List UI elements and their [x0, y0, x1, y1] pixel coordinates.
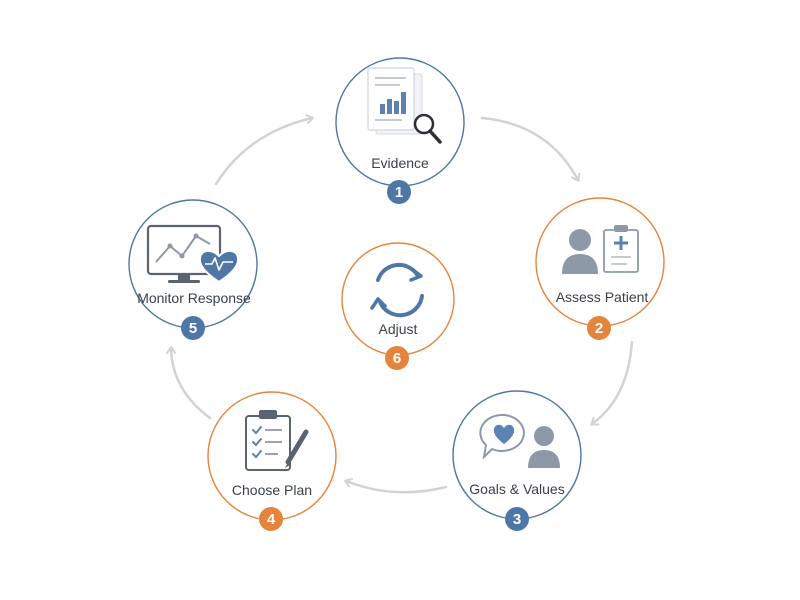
step-number: 4 [267, 511, 276, 528]
arrow-1-to-2 [480, 116, 581, 182]
person-clipboard-icon [562, 225, 639, 274]
step-choose-plan[interactable]: Choose Plan 4 [207, 391, 337, 531]
step-monitor-response[interactable]: Monitor Response 5 [128, 199, 258, 340]
document-chart-magnifier-icon [367, 67, 442, 144]
step-adjust[interactable]: Adjust 6 [341, 242, 455, 370]
step-circle [341, 242, 455, 356]
step-assess-patient[interactable]: Assess Patient 2 [535, 197, 665, 340]
step-number: 3 [513, 511, 521, 528]
cycle-arrows [166, 114, 634, 494]
step-badge [385, 346, 409, 370]
step-evidence[interactable]: Evidence 1 [335, 57, 465, 204]
step-circle [452, 390, 582, 520]
step-circle [535, 197, 665, 327]
step-badge [181, 316, 205, 340]
step-label: Evidence [371, 155, 429, 171]
step-goals-values[interactable]: Goals & Values 3 [452, 390, 582, 531]
monitor-heart-icon [146, 224, 240, 284]
step-number: 5 [189, 320, 197, 337]
step-number: 6 [393, 350, 401, 367]
step-label: Assess Patient [556, 289, 649, 305]
arrow-4-to-5 [166, 346, 212, 420]
arrow-5-to-1 [214, 114, 314, 186]
step-label: Adjust [379, 321, 418, 337]
step-number: 2 [595, 320, 603, 337]
refresh-cycle-icon [370, 262, 424, 318]
step-label: Goals & Values [469, 481, 564, 497]
step-badge [259, 507, 283, 531]
clipboard-checklist-pen-icon [245, 410, 309, 471]
step-label: Choose Plan [232, 482, 312, 498]
arrow-2-to-3 [590, 340, 634, 426]
heart-speech-person-icon [479, 413, 560, 468]
step-number: 1 [395, 184, 403, 201]
step-badge [587, 316, 611, 340]
arrow-3-to-4 [344, 478, 448, 494]
step-badge [387, 180, 411, 204]
step-badge [505, 507, 529, 531]
step-label: Monitor Response [137, 290, 251, 306]
